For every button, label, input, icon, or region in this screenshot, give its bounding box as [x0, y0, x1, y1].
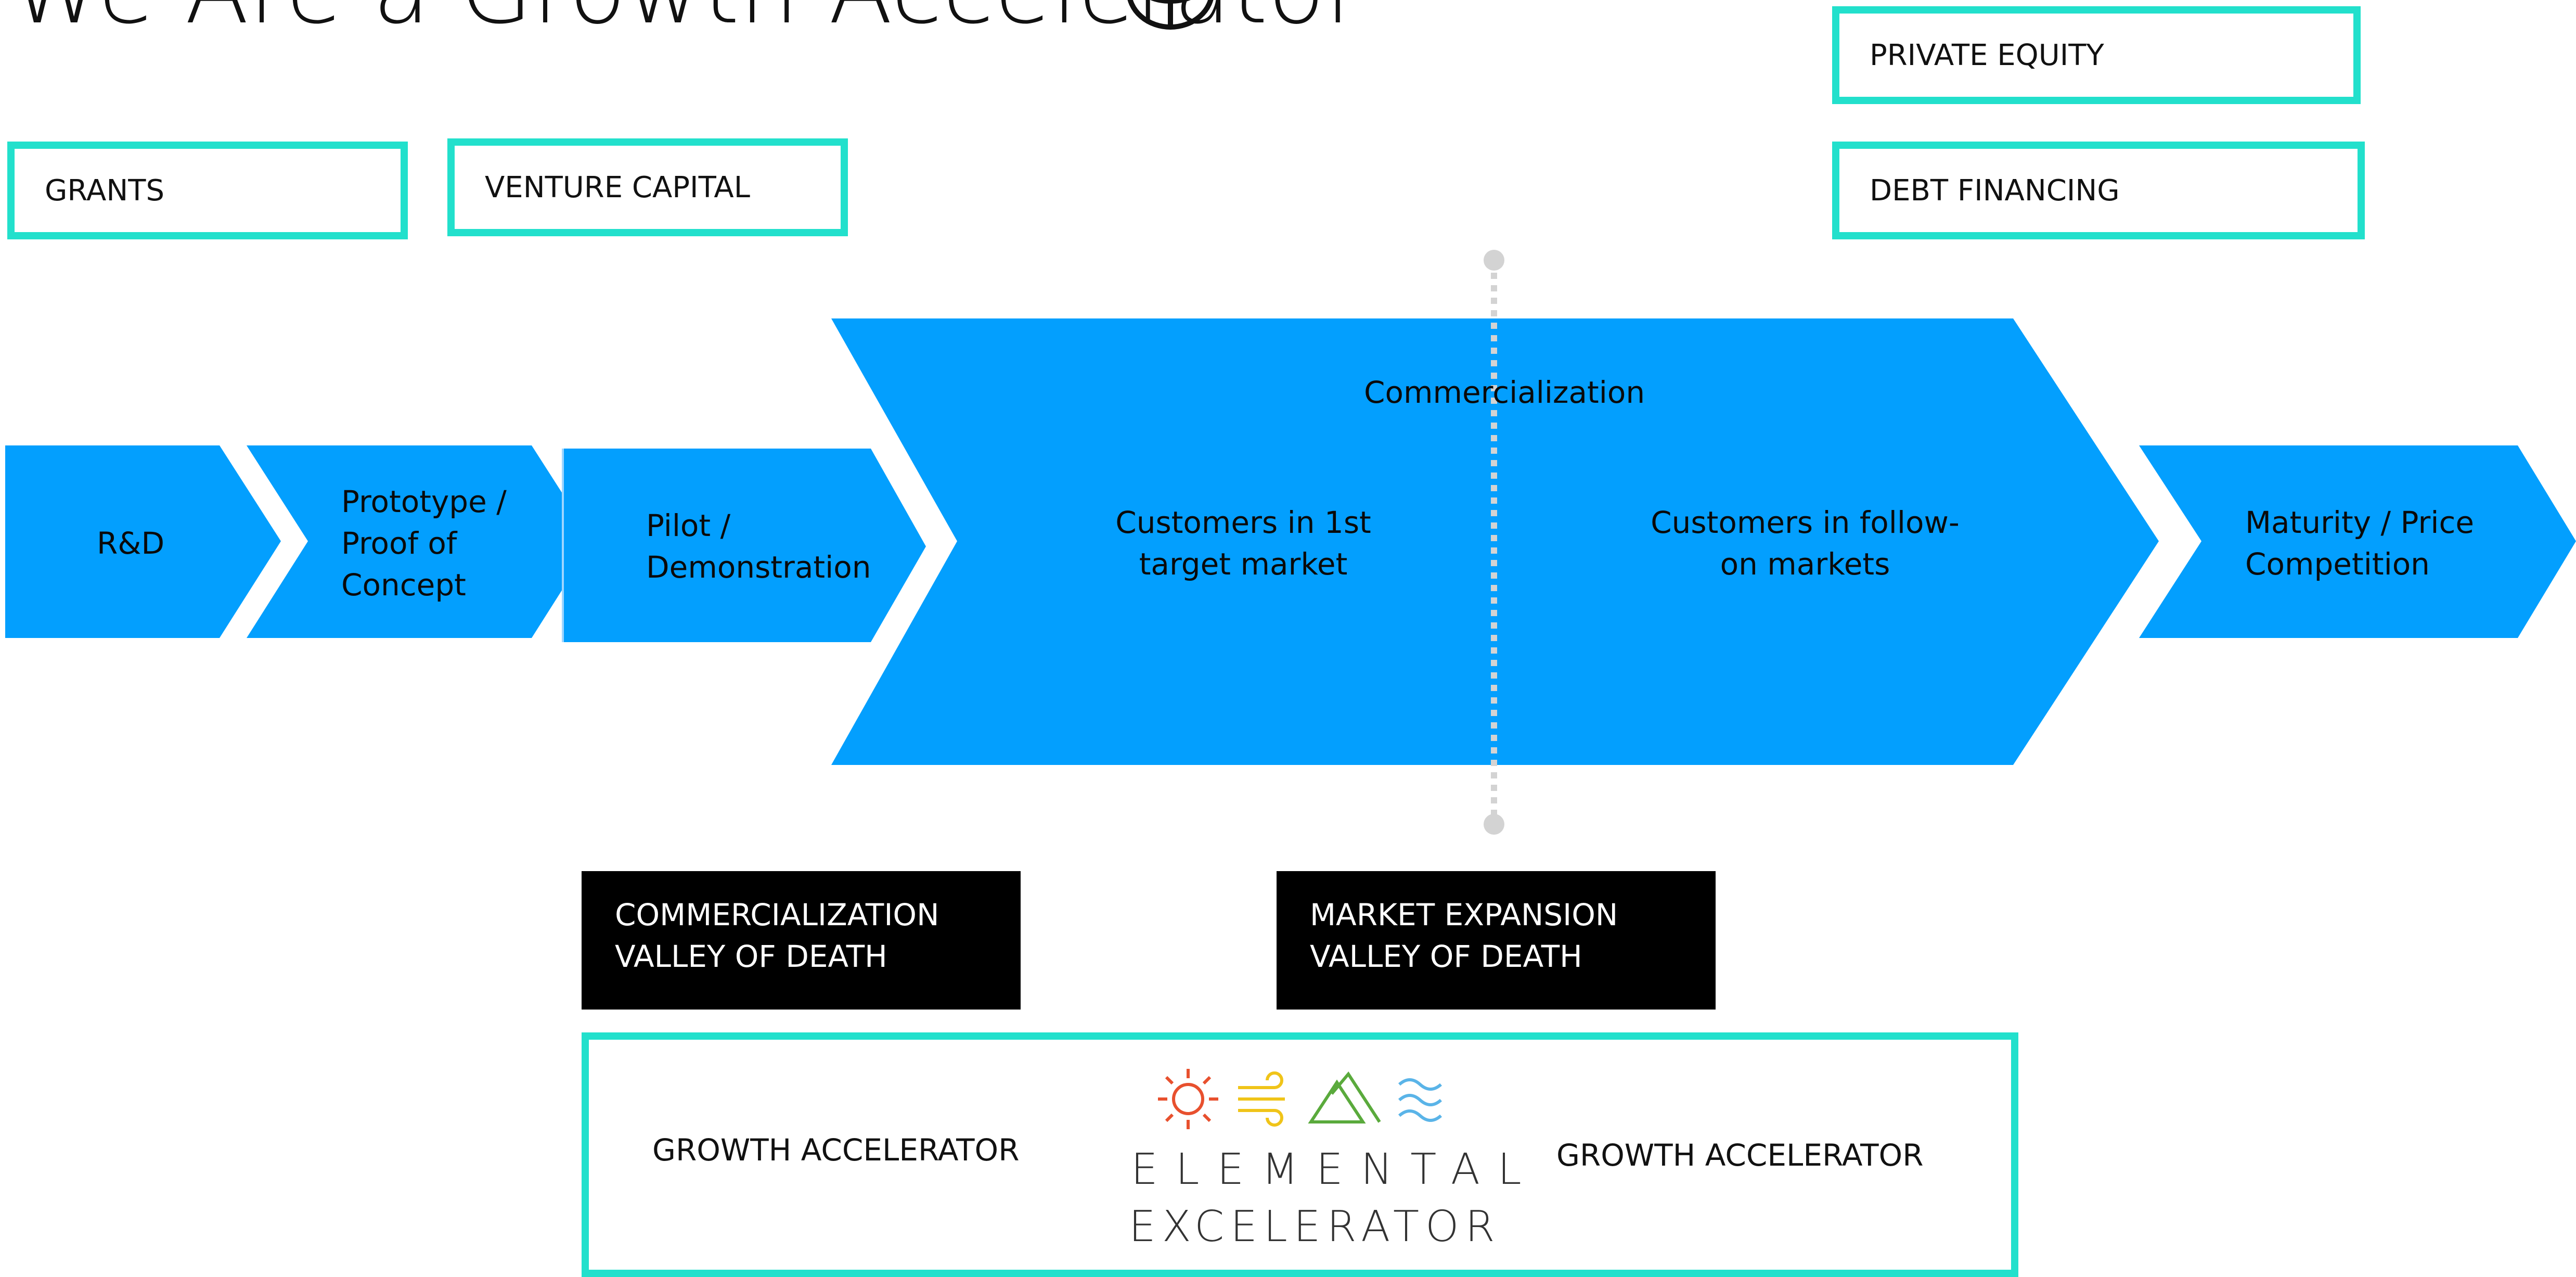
- sprout-icon: [1127, 0, 1214, 30]
- logo-word-elemental: ELEMENTAL: [1131, 1145, 1539, 1194]
- commercialization-valley-box: COMMERCIALIZATION VALLEY OF DEATH: [582, 871, 1021, 1010]
- venture-capital-box: VENTURE CAPITAL: [447, 138, 848, 236]
- logo-icons: [1158, 1069, 1442, 1129]
- commercialization-label: Commercialization: [1364, 375, 1645, 410]
- mountain-icon: [1308, 1071, 1381, 1123]
- maturity-arrow: [2139, 445, 2576, 638]
- market-expansion-valley-box: MARKET EXPANSION VALLEY OF DEATH: [1277, 871, 1716, 1010]
- growth-accelerator-left-label: GROWTH ACCELERATOR: [652, 1132, 1020, 1168]
- private-equity-label: PRIVATE EQUITY: [1870, 38, 2104, 72]
- debt-financing-box: DEBT FINANCING: [1832, 142, 2365, 239]
- valley-line: VALLEY OF DEATH: [1310, 939, 1582, 974]
- rd-label: R&D: [97, 526, 165, 561]
- follow-on-markets-label: Customers in follow- on markets: [1651, 505, 1960, 582]
- wind-icon: [1238, 1071, 1285, 1127]
- commercialization-arrow: [831, 318, 2159, 765]
- pilot-arrow: [563, 449, 926, 642]
- valley-line: VALLEY OF DEATH: [615, 939, 887, 974]
- pilot-label: Pilot / Demonstration: [646, 508, 871, 585]
- debt-financing-label: DEBT FINANCING: [1870, 173, 2120, 208]
- rd-arrow: [5, 445, 281, 638]
- divider-top-dot: [1484, 250, 1504, 271]
- divider-bottom-dot: [1484, 814, 1504, 835]
- growth-accelerator-right-label: GROWTH ACCELERATOR: [1556, 1138, 1924, 1173]
- grants-label: GRANTS: [45, 173, 164, 208]
- first-market-label: Customers in 1st target market: [1115, 505, 1371, 582]
- valley-line: MARKET EXPANSION: [1310, 897, 1618, 933]
- page-title: We Are a Growth Accelerator: [10, 0, 1363, 37]
- prototype-arrow: [247, 445, 593, 638]
- venture-capital-label: VENTURE CAPITAL: [485, 170, 750, 205]
- logo-word-excelerator: EXCELERATOR: [1129, 1202, 1501, 1252]
- valley-line: COMMERCIALIZATION: [615, 897, 939, 933]
- maturity-label: Maturity / Price Competition: [2245, 505, 2475, 582]
- water-icon: [1398, 1078, 1442, 1122]
- sun-icon: [1158, 1069, 1218, 1129]
- grants-box: GRANTS: [7, 142, 408, 239]
- private-equity-box: PRIVATE EQUITY: [1832, 6, 2361, 104]
- prototype-label: Prototype / Proof of Concept: [341, 484, 507, 603]
